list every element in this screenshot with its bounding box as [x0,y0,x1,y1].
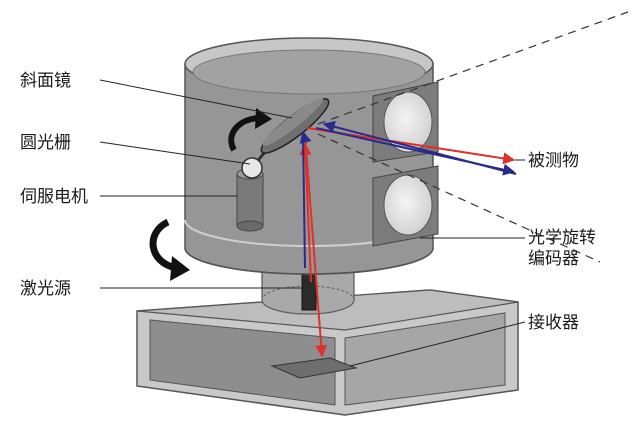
leader-grating [99,141,251,165]
label-target: 被测物 [528,151,579,171]
rotation-arrow-upper-head [255,108,272,129]
label-encoder-line1: 光学旋转 [528,228,596,248]
leader-mirror [99,79,293,119]
rotation-arrow-lower-head [170,256,190,281]
leader-receiver [349,321,526,367]
fov-line-lower [317,133,601,263]
base-box [136,289,519,416]
window-upper [372,81,439,163]
window-lower [372,165,439,247]
receiver-plate [270,357,358,379]
rotation-arrow-lower [149,218,178,272]
circular-grating [241,151,267,179]
label-encoder-line2: 编码器 [528,249,579,269]
rotation-arrow-upper [228,115,259,152]
label-laser: 激光源 [20,279,71,299]
inclined-mirror [260,98,330,154]
label-grating: 圆光栅 [20,133,71,153]
servo-motor [236,168,264,232]
label-motor: 伺服电机 [20,187,88,207]
label-receiver: 接收器 [528,313,579,333]
label-mirror: 斜面镜 [20,71,71,91]
return-beam [299,120,517,269]
